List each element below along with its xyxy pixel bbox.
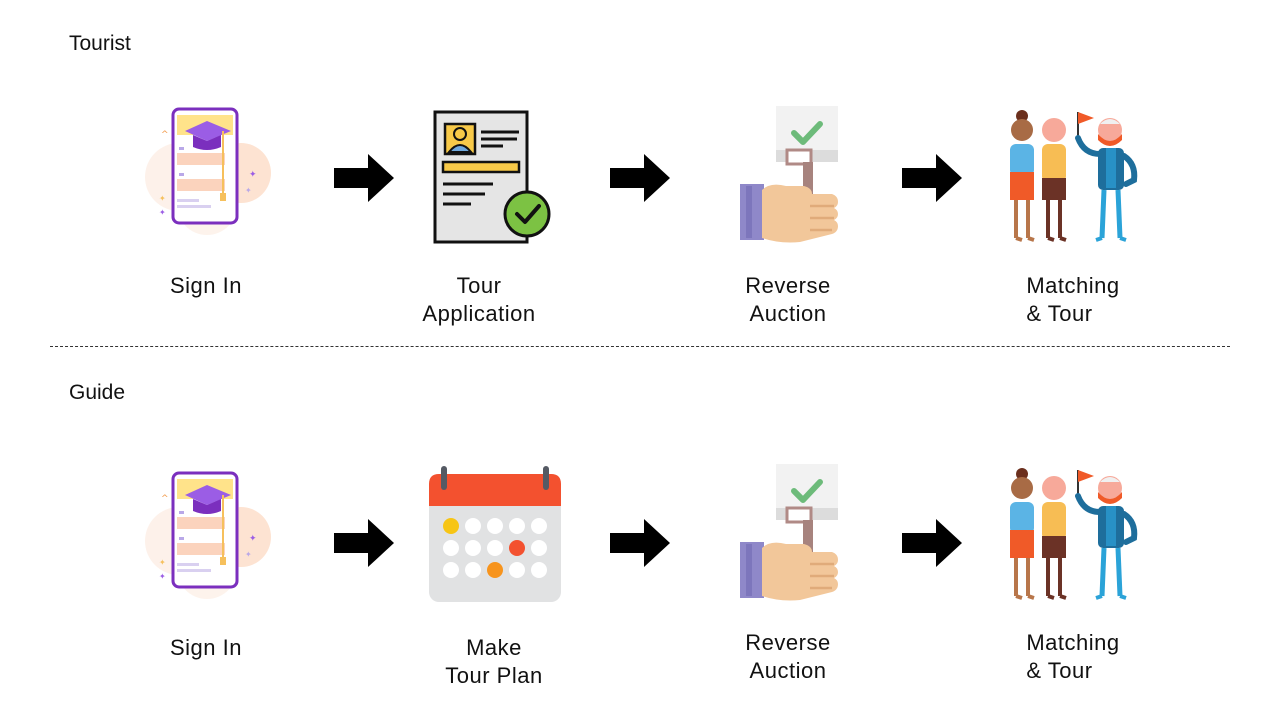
section-title-guide: Guide — [69, 381, 126, 404]
people-with-guide-flag-icon — [1002, 108, 1142, 248]
step-label-matching-tour: Matching& Tour — [1026, 273, 1120, 326]
right-arrow-icon — [902, 519, 962, 567]
step-label-sign-in: Sign In — [170, 273, 242, 298]
people-with-guide-flag-icon — [1002, 466, 1142, 606]
step-label-sign-in: Sign In — [170, 635, 242, 660]
right-arrow-icon — [334, 154, 394, 202]
section-title-tourist: Tourist — [69, 32, 131, 55]
phone-graduation-cap-icon — [137, 101, 277, 241]
right-arrow-icon — [610, 154, 670, 202]
right-arrow-icon — [610, 519, 670, 567]
hand-holding-sign-icon — [740, 106, 840, 246]
document-checkmark-icon — [430, 108, 552, 248]
step-label-matching-tour: Matching& Tour — [1026, 630, 1120, 683]
hand-holding-sign-icon — [740, 464, 840, 604]
section-divider — [50, 346, 1230, 347]
phone-graduation-cap-icon — [137, 465, 277, 605]
right-arrow-icon — [902, 154, 962, 202]
calendar-icon — [425, 466, 565, 606]
right-arrow-icon — [334, 519, 394, 567]
